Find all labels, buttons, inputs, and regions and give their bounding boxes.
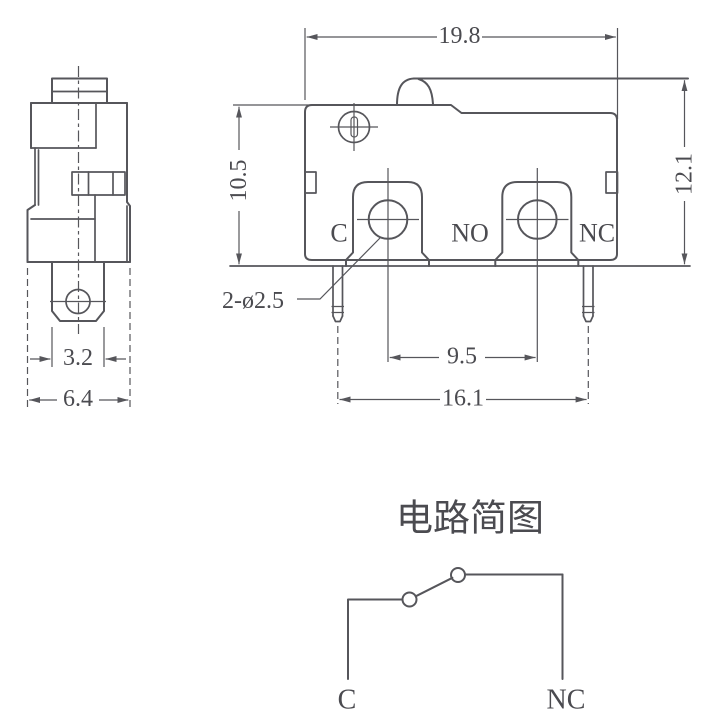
extension-lines (26, 268, 131, 408)
dimension-pin-width: 3.2 (30, 327, 126, 371)
circuit-title: 电路简图 (396, 498, 544, 540)
dimension-width: 19.8 (304, 23, 619, 119)
hole-callout: 2-ø2.5 (222, 237, 381, 314)
circuit-pivot-contact (401, 591, 418, 608)
side-view: 3.2 6.4 (26, 66, 131, 412)
circuit-switch-blade (414, 576, 454, 598)
dim-text-total-height: 12.1 (672, 153, 698, 195)
lever-curl-right (417, 78, 434, 105)
dimension-body-height: 10.5 (226, 104, 312, 265)
hole-centerlines-left (357, 168, 419, 362)
pin-sides (582, 265, 594, 317)
front-view: C NO NC 19.8 10.5 12.1 9.5 (222, 23, 698, 412)
pin-crimp-ticks (331, 305, 344, 314)
lever-curl-left (396, 77, 415, 106)
screw-slot (350, 116, 359, 138)
left-side-notch (304, 171, 317, 194)
dim-text-pin-spacing: 16.1 (442, 386, 484, 412)
dim-text-pin-width: 3.2 (63, 345, 93, 371)
pin-tip (332, 315, 344, 323)
circuit-label-c: C (338, 685, 357, 716)
circuit-label-nc: NC (547, 685, 586, 716)
dimension-total-height: 12.1 (672, 80, 698, 265)
latch-block (71, 171, 126, 196)
dim-text-hole-spacing: 9.5 (447, 344, 477, 370)
terminal-label-nc: NC (579, 219, 615, 248)
dimension-pin-spacing: 16.1 (339, 386, 587, 412)
right-side-notch (605, 171, 619, 194)
terminal-pin-side (51, 261, 105, 322)
body-right-edge (126, 102, 131, 263)
terminal-pin-front-left (331, 265, 344, 323)
circuit-diagram: 电路简图 C NC (338, 498, 586, 716)
lower-block (30, 218, 96, 263)
screw-crosshair (330, 103, 378, 151)
circuit-nc-contact (450, 567, 466, 583)
callout-leader-line (297, 237, 381, 300)
left-flange (26, 204, 36, 263)
dim-text-body-height: 10.5 (226, 160, 252, 202)
pin-tip (582, 315, 594, 323)
extension-lines (304, 28, 619, 119)
dimension-hole-spacing: 9.5 (389, 344, 536, 370)
dim-text-body-width: 6.4 (63, 386, 93, 412)
hole-centerlines-right (506, 168, 569, 362)
terminal-pin-front-right (582, 265, 595, 323)
pin-sides (332, 265, 344, 317)
dimension-body-width: 6.4 (26, 268, 131, 412)
terminal-label-no: NO (451, 219, 489, 248)
dim-text-width: 19.8 (439, 23, 481, 49)
extension-lines (51, 327, 105, 367)
terminal-label-common: C (330, 219, 347, 248)
hole-callout-text: 2-ø2.5 (222, 288, 284, 314)
pin-crimp-ticks (582, 305, 595, 314)
